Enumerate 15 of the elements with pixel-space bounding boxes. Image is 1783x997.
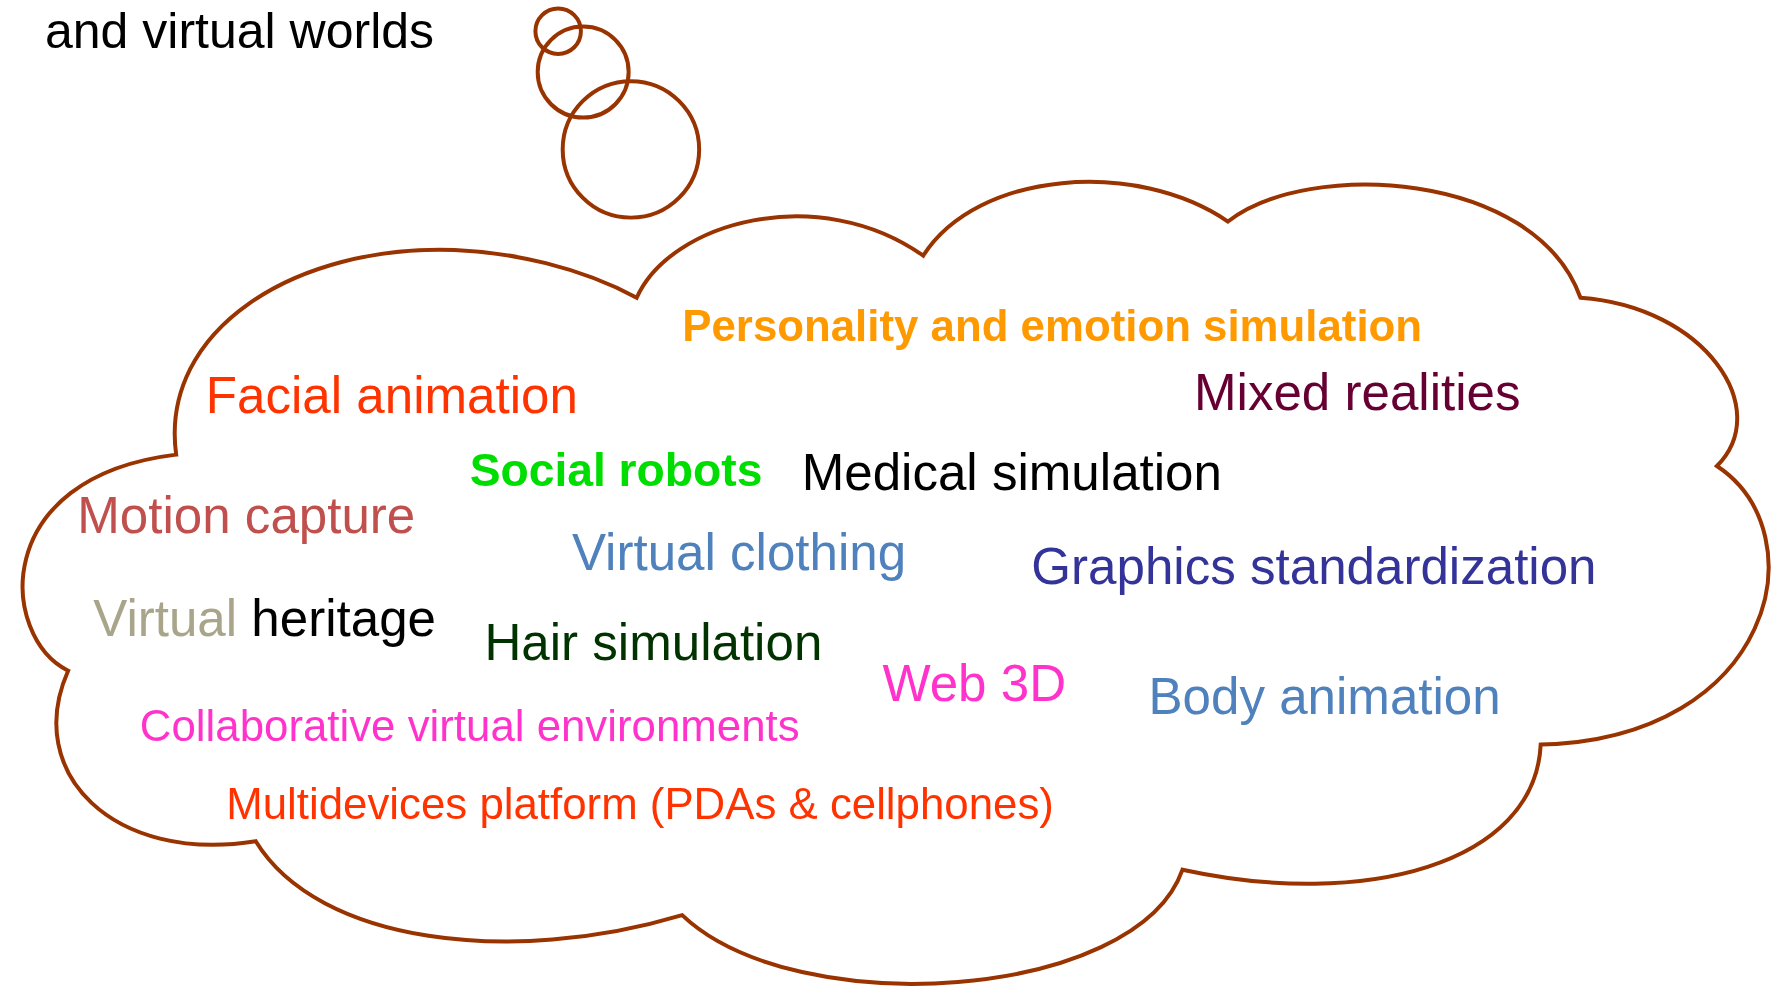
topic-text: Mixed realities xyxy=(1193,364,1521,422)
heading-text: and virtual worlds xyxy=(45,4,435,59)
topic-text: Medical simulation xyxy=(801,444,1222,501)
topic-text: Motion capture xyxy=(77,487,416,544)
topic-text: Social robots xyxy=(469,445,763,496)
topic-text: Collaborative virtual environments xyxy=(139,702,800,751)
topic-text: Hair simulation xyxy=(484,615,823,672)
topic-text: Facial animation xyxy=(205,368,578,425)
topic-text: Web 3D xyxy=(882,656,1067,713)
topic-text: Virtual heritage xyxy=(93,591,436,648)
topic-text: Body animation xyxy=(1148,668,1501,725)
topic-text: Multidevices platform (PDAs & cellphones) xyxy=(226,779,1054,828)
topic-text: Personality and emotion simulation xyxy=(682,302,1423,351)
topic-text: Graphics standardization xyxy=(1031,538,1597,596)
topic-text: Virtual clothing xyxy=(571,525,907,582)
